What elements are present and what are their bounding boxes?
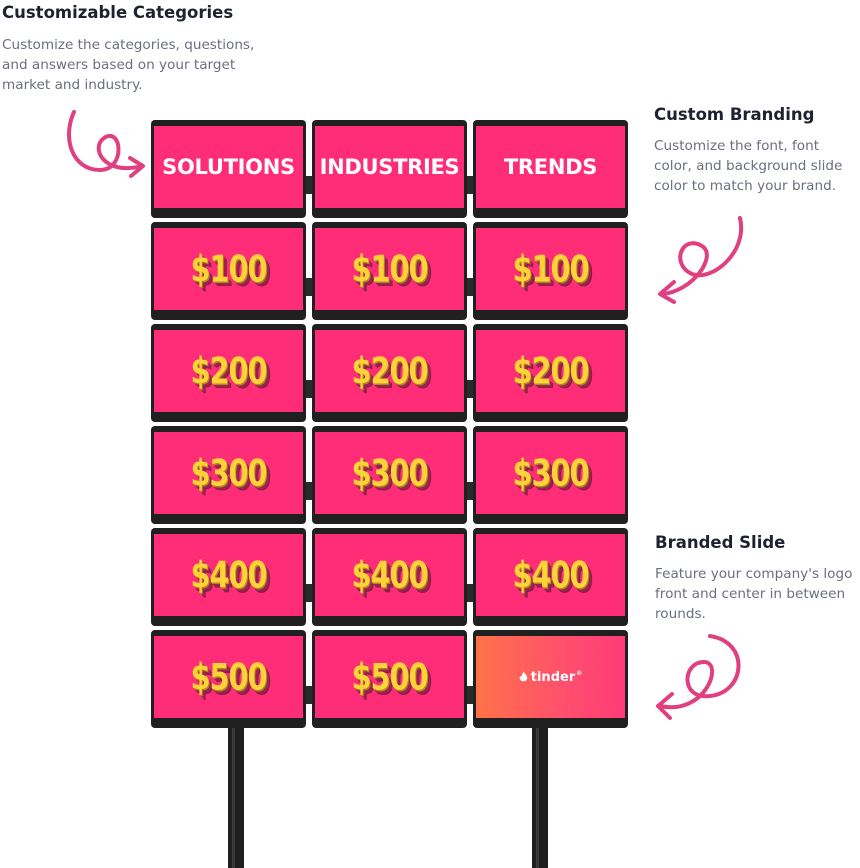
value-label: $100 [190, 247, 267, 291]
value-slide: $400 [476, 534, 625, 616]
category-slide: INDUSTRIES [315, 126, 464, 208]
value-slide: $200 [154, 330, 303, 412]
value-slide: $100 [154, 228, 303, 310]
value-label: $500 [351, 655, 428, 699]
category-label: SOLUTIONS [162, 155, 295, 179]
value-label: $300 [512, 451, 589, 495]
category-tile[interactable]: SOLUTIONS [151, 120, 306, 218]
branding-callout-body: Customize the font, font color, and back… [654, 138, 843, 194]
brand-logo: tinder® [519, 670, 582, 685]
value-label: $200 [351, 349, 428, 393]
brand-logo-text: tinder® [530, 669, 583, 685]
value-slide: $500 [315, 636, 464, 718]
value-tile[interactable]: $400 [473, 528, 628, 626]
category-slide: SOLUTIONS [154, 126, 303, 208]
value-slide: $100 [476, 228, 625, 310]
screen-connector [305, 380, 313, 398]
screen-connector [305, 278, 313, 296]
value-slide: $300 [315, 432, 464, 514]
value-label: $100 [512, 247, 589, 291]
value-slide: $500 [154, 636, 303, 718]
trademark-mark: ® [576, 669, 583, 677]
value-tile[interactable]: $100 [151, 222, 306, 320]
value-label: $400 [190, 553, 267, 597]
value-label: $100 [351, 247, 428, 291]
value-tile[interactable]: $200 [151, 324, 306, 422]
curly-arrow-icon [656, 634, 741, 720]
value-tile[interactable]: $400 [312, 528, 467, 626]
category-tile[interactable]: INDUSTRIES [312, 120, 467, 218]
value-tile[interactable]: $500 [151, 630, 306, 728]
screen-connector [466, 686, 474, 704]
value-tile[interactable]: $300 [312, 426, 467, 524]
value-label: $400 [512, 553, 589, 597]
branded-slide-tile[interactable]: tinder® [473, 630, 628, 728]
categories-callout-body: Customize the categories, questions, and… [2, 37, 255, 93]
stand-pole-right [532, 728, 548, 868]
branded-slide-callout-title: Branded Slide [655, 533, 786, 552]
value-tile[interactable]: $200 [312, 324, 467, 422]
curly-arrow-icon [658, 216, 744, 304]
value-tile[interactable]: $100 [473, 222, 628, 320]
branding-callout-title: Custom Branding [654, 105, 815, 124]
screen-connector [305, 176, 313, 194]
category-slide: TRENDS [476, 126, 625, 208]
value-slide: $300 [476, 432, 625, 514]
value-label: $300 [190, 451, 267, 495]
value-slide: $300 [154, 432, 303, 514]
value-label: $300 [351, 451, 428, 495]
category-label: INDUSTRIES [319, 155, 460, 179]
value-label: $200 [512, 349, 589, 393]
branded-slide-callout-body: Feature your company's logo front and ce… [655, 566, 853, 622]
value-tile[interactable]: $200 [473, 324, 628, 422]
flame-icon [519, 671, 528, 682]
value-slide: $400 [315, 534, 464, 616]
categories-callout-title: Customizable Categories [2, 3, 234, 22]
value-tile[interactable]: $300 [473, 426, 628, 524]
value-label: $200 [190, 349, 267, 393]
value-tile[interactable]: $300 [151, 426, 306, 524]
category-tile[interactable]: TRENDS [473, 120, 628, 218]
category-label: TRENDS [503, 155, 598, 179]
curly-arrow-icon [67, 110, 145, 178]
value-slide: $100 [315, 228, 464, 310]
screen-connector [305, 482, 313, 500]
screen-connector [466, 380, 474, 398]
screen-connector [305, 584, 313, 602]
value-tile[interactable]: $100 [312, 222, 467, 320]
value-label: $400 [351, 553, 428, 597]
value-label: $500 [190, 655, 267, 699]
branded-slide: tinder® [476, 636, 625, 718]
screen-connector [466, 584, 474, 602]
value-tile[interactable]: $400 [151, 528, 306, 626]
screen-connector [466, 176, 474, 194]
screen-connector [466, 278, 474, 296]
value-tile[interactable]: $500 [312, 630, 467, 728]
value-slide: $400 [154, 534, 303, 616]
screen-connector [305, 686, 313, 704]
stand-pole-left [228, 728, 244, 868]
value-slide: $200 [315, 330, 464, 412]
value-slide: $200 [476, 330, 625, 412]
screen-connector [466, 482, 474, 500]
